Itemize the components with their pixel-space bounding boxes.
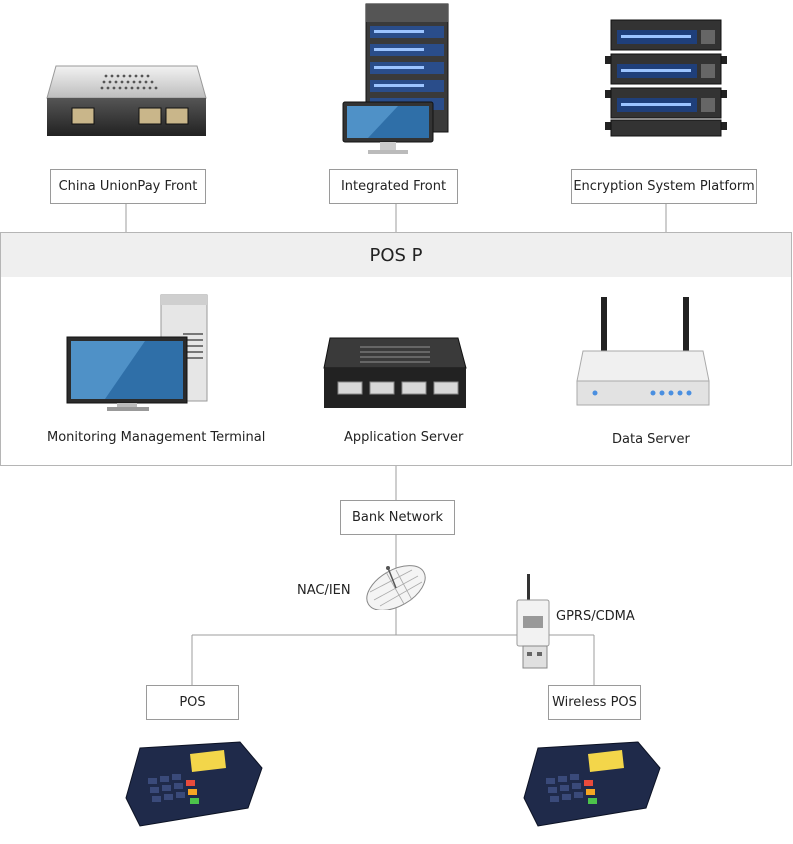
router-icon — [576, 297, 710, 406]
usb-modem-icon — [516, 574, 550, 669]
pos-platform-title: POS P — [369, 244, 423, 266]
wireless-pos-node: Wireless POS — [548, 685, 641, 720]
encryption-platform-node: Encryption System Platform — [571, 169, 757, 204]
pos-node: POS — [146, 685, 239, 720]
server-rack-icon — [342, 3, 449, 154]
pos-platform-panel: POS P Monitoring Management Terminal — [0, 232, 792, 466]
data-server-label: Data Server — [612, 432, 690, 447]
stacked-servers-icon — [605, 19, 727, 137]
monitoring-terminal-label: Monitoring Management Terminal — [47, 430, 266, 445]
bank-network-node: Bank Network — [340, 500, 455, 535]
wireless-pos-label: Wireless POS — [552, 695, 637, 710]
pos-platform-header: POS P — [1, 233, 791, 277]
desktop-computer-icon — [66, 294, 208, 411]
pos-label: POS — [179, 695, 206, 710]
bank-network-label: Bank Network — [351, 510, 444, 525]
china-unionpay-front-node: China UnionPay Front — [50, 169, 206, 204]
integrated-front-node: Integrated Front — [329, 169, 458, 204]
wireless-pos-terminal-icon — [523, 741, 661, 827]
china-unionpay-front-label: China UnionPay Front — [58, 179, 198, 194]
encryption-platform-label: Encryption System Platform — [573, 179, 755, 194]
application-server-icon — [323, 337, 467, 408]
pos-terminal-icon — [125, 741, 263, 827]
switch-icon — [46, 65, 207, 136]
integrated-front-label: Integrated Front — [340, 179, 447, 194]
satellite-dish-icon — [366, 565, 426, 610]
application-server-label: Application Server — [344, 430, 464, 445]
nac-ien-label: NAC/IEN — [297, 583, 351, 598]
gprs-cdma-label: GPRS/CDMA — [556, 609, 635, 624]
